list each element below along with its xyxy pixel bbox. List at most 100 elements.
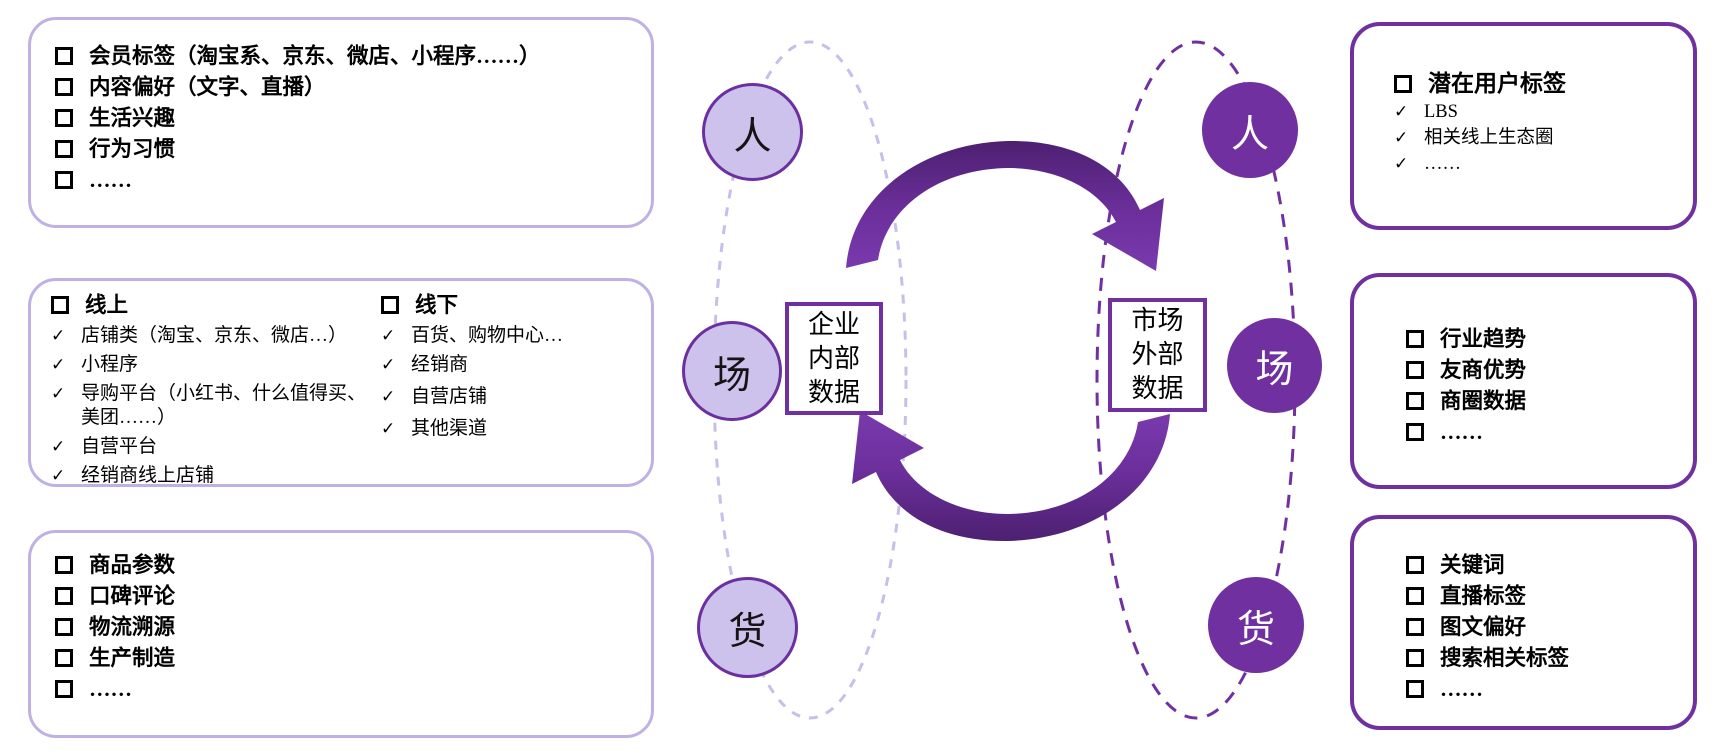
circle-label: 货 — [728, 611, 767, 653]
list-item-label: 直播标签 — [1440, 584, 1527, 608]
box-line: 数据 — [807, 377, 860, 407]
check-icon: ✓ — [1394, 128, 1409, 148]
potential-users-box: 潜在用户标签 ✓ LBS ✓ 相关线上生态圈 ✓ …… — [1350, 22, 1697, 230]
checkbox-icon — [55, 680, 73, 698]
checkbox-icon — [1406, 556, 1424, 574]
external-data-label-box: 市场 外部 数据 — [1108, 298, 1207, 412]
online-channels-column: 线上 ✓ 店铺类（淘宝、京东、微店…） ✓ 小程序 ✓ 导购平台（小红书、什么值… — [51, 293, 381, 493]
check-icon: ✓ — [381, 387, 396, 407]
checkbox-icon — [1406, 392, 1424, 410]
checkbox-icon — [55, 587, 73, 605]
checkbox-icon — [55, 649, 73, 667]
list-item-label: 生产制造 — [89, 646, 176, 670]
list-item: 友商优势 — [1406, 358, 1679, 382]
checkbox-icon — [55, 171, 73, 189]
list-item: 口碑评论 — [55, 584, 633, 608]
list-item: 潜在用户标签 — [1394, 72, 1679, 96]
list-item: ✓ 导购平台（小红书、什么值得买、美团……） — [51, 382, 381, 430]
list-item-label: 内容偏好（文字、直播） — [89, 75, 326, 99]
checkbox-icon — [55, 109, 73, 127]
list-item-label: 经销商 — [411, 354, 469, 375]
list-item-label: 关键词 — [1440, 553, 1505, 577]
list-item-label: 其他渠道 — [411, 418, 488, 439]
checkbox-icon — [1406, 330, 1424, 348]
list-item-label: 自营平台 — [81, 436, 158, 457]
list-item-label: 友商优势 — [1440, 358, 1527, 382]
list-item-label: LBS — [1424, 102, 1458, 122]
external-place-circle: 场 — [1227, 318, 1322, 413]
offline-channels-column: 线下 ✓ 百货、购物中心… ✓ 经销商 ✓ 自营店铺 ✓ 其他渠道 — [381, 293, 639, 493]
market-insight-box: 行业趋势 友商优势 商圈数据 …… — [1350, 273, 1697, 489]
column-header: 线上 — [85, 293, 129, 317]
circle-label: 人 — [733, 115, 772, 158]
list-item-label: 图文偏好 — [1440, 615, 1527, 639]
checkbox-icon — [1406, 423, 1424, 441]
list-item: 关键词 — [1406, 553, 1679, 577]
list-item-label: …… — [1440, 677, 1483, 701]
box-line: 内部 — [807, 343, 860, 373]
list-item-label: 搜索相关标签 — [1440, 646, 1570, 670]
internal-place-circle: 场 — [682, 321, 782, 421]
list-item: 图文偏好 — [1406, 615, 1679, 639]
column-header: 线下 — [415, 293, 459, 317]
list-item: …… — [1406, 677, 1679, 701]
list-item-label: 口碑评论 — [89, 584, 176, 608]
internal-goods-circle: 货 — [697, 577, 798, 678]
check-icon: ✓ — [51, 437, 66, 457]
content-tags-box: 关键词 直播标签 图文偏好 搜索相关标签 …… — [1350, 515, 1697, 730]
list-item: ✓ 百货、购物中心… — [381, 324, 639, 348]
list-item-label: …… — [1424, 154, 1461, 174]
check-icon: ✓ — [381, 419, 396, 439]
list-item: 直播标签 — [1406, 584, 1679, 608]
list-item: 线下 — [381, 293, 639, 317]
box-header: 潜在用户标签 — [1428, 71, 1566, 96]
box-line: 外部 — [1131, 340, 1184, 369]
external-goods-circle: 货 — [1208, 577, 1304, 673]
list-item-label: 物流溯源 — [89, 615, 176, 639]
check-icon: ✓ — [381, 326, 396, 346]
product-data-box: 商品参数 口碑评论 物流溯源 生产制造 …… — [28, 530, 654, 738]
list-item: 行为习惯 — [55, 137, 633, 161]
check-icon: ✓ — [1394, 102, 1409, 122]
checkbox-icon — [55, 618, 73, 636]
list-item-label: 经销商线上店铺 — [81, 465, 215, 486]
list-item: ✓ 小程序 — [51, 353, 381, 377]
list-item-label: …… — [89, 677, 132, 701]
list-item: ✓ 店铺类（淘宝、京东、微店…） — [51, 324, 381, 348]
checkbox-icon — [1394, 75, 1412, 93]
check-icon: ✓ — [51, 384, 66, 404]
list-item-label: 自营店铺 — [411, 386, 488, 407]
list-item-label: 生活兴趣 — [89, 106, 176, 130]
list-item: 商品参数 — [55, 553, 633, 577]
list-item: …… — [55, 168, 633, 192]
list-item: 会员标签（淘宝系、京东、微店、小程序……） — [55, 44, 633, 68]
checkbox-icon — [1406, 649, 1424, 667]
internal-orbit-ellipse — [712, 40, 908, 720]
checkbox-icon — [51, 296, 69, 314]
circle-label: 货 — [1236, 608, 1275, 651]
checkbox-icon — [55, 556, 73, 574]
list-item: ✓ 自营平台 — [51, 435, 381, 459]
checkbox-icon — [1406, 587, 1424, 605]
external-person-circle: 人 — [1202, 82, 1298, 178]
checkbox-icon — [1406, 361, 1424, 379]
checkbox-icon — [1406, 618, 1424, 636]
list-item-label: 行为习惯 — [89, 137, 176, 161]
list-item-label: 行业趋势 — [1440, 327, 1527, 351]
checkbox-icon — [55, 47, 73, 65]
check-icon: ✓ — [1394, 154, 1409, 174]
list-item: ✓ 相关线上生态圈 — [1394, 126, 1679, 150]
list-item: …… — [1406, 420, 1679, 444]
checkbox-icon — [55, 78, 73, 96]
list-item: 生活兴趣 — [55, 106, 633, 130]
check-icon: ✓ — [51, 355, 66, 375]
box-line: 企业 — [807, 309, 860, 339]
internal-person-circle: 人 — [702, 83, 803, 181]
list-item: 行业趋势 — [1406, 327, 1679, 351]
list-item-label: …… — [89, 168, 132, 192]
checkbox-icon — [1406, 680, 1424, 698]
list-item-label: 小程序 — [81, 354, 139, 375]
list-item: ✓ 经销商 — [381, 353, 639, 377]
list-item: 物流溯源 — [55, 615, 633, 639]
